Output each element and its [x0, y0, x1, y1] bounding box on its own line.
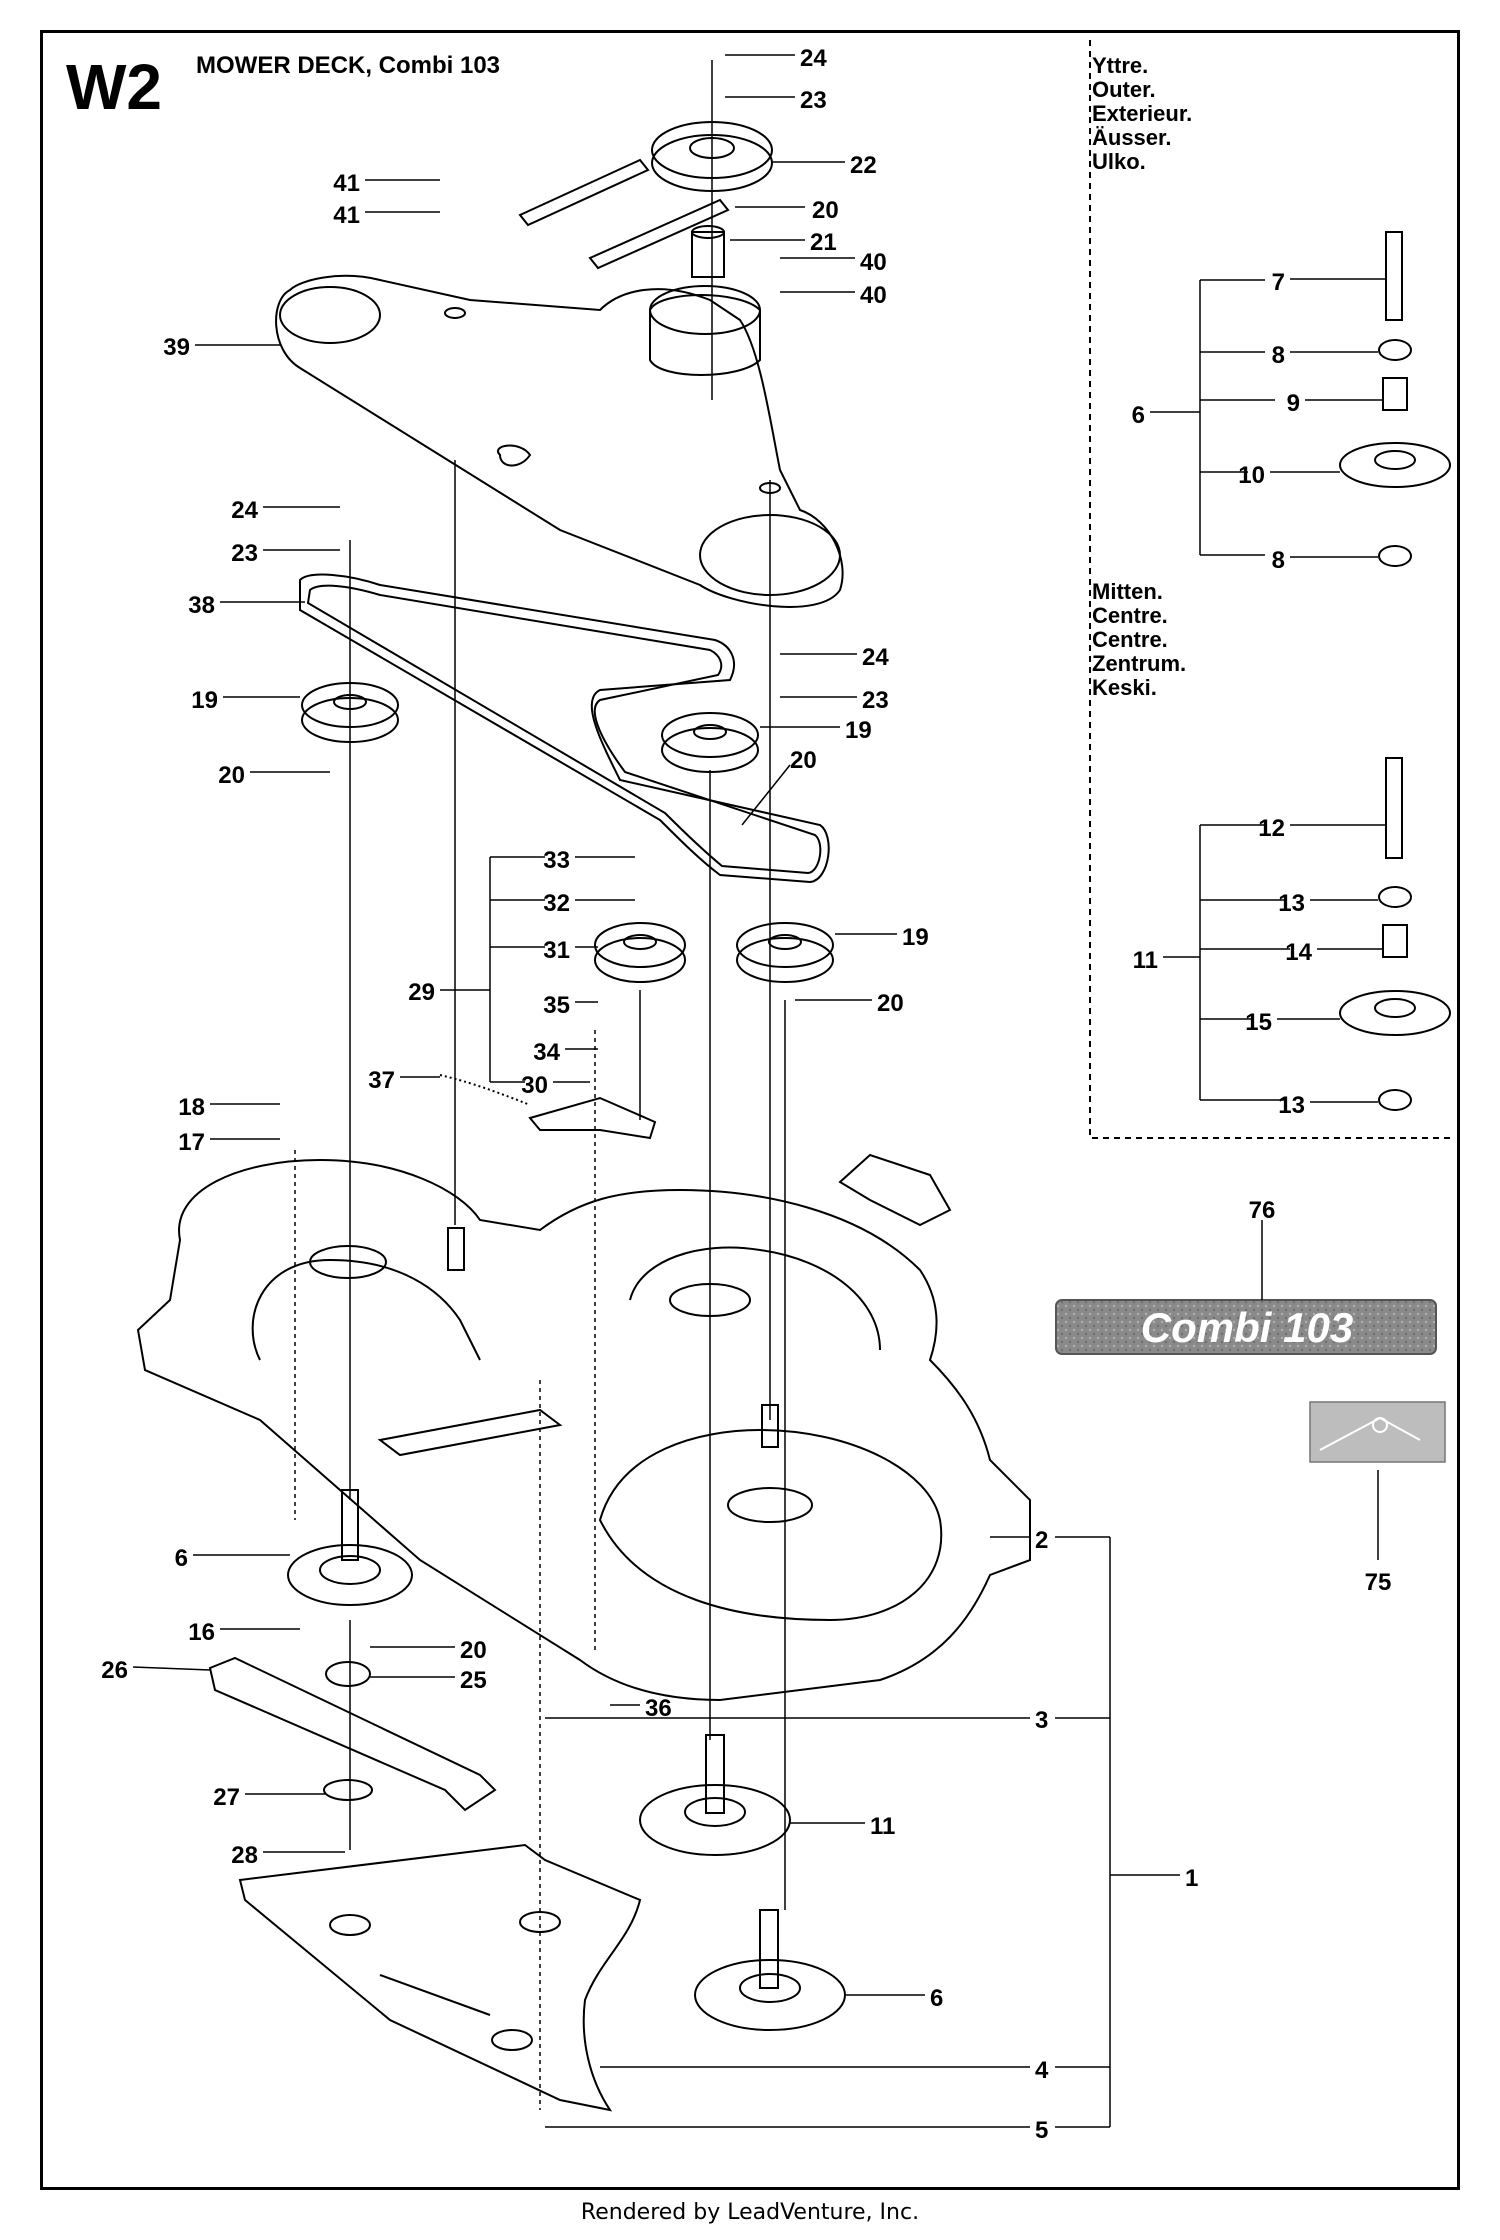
part-callout: 41 — [333, 202, 360, 229]
part-callout: 8 — [1272, 547, 1285, 574]
part-callout: 19 — [845, 717, 872, 744]
part-callout: 10 — [1238, 462, 1265, 489]
deck-skid-plate — [238, 1843, 642, 2112]
inset-center-labels: Mitten. Centre. Centre. Zentrum. Keski. — [1092, 580, 1186, 700]
part-callout: 28 — [231, 1842, 258, 1869]
lang-label: Centre. — [1092, 603, 1168, 628]
decal-plate — [1055, 1299, 1437, 1355]
part-callout: 40 — [860, 249, 887, 276]
assembly-lines — [294, 60, 786, 2110]
part-callout: 19 — [191, 687, 218, 714]
part-callout: 34 — [533, 1039, 560, 1066]
lang-label: Outer. — [1092, 77, 1156, 102]
lang-label: Centre. — [1092, 627, 1168, 652]
belt-routing-decal — [1309, 1401, 1446, 1463]
part-callout: 17 — [178, 1129, 205, 1156]
part-callout: 24 — [800, 45, 827, 72]
part-callout: 32 — [543, 890, 570, 917]
part-callout: 14 — [1285, 939, 1312, 966]
inset-center-spindle — [1339, 757, 1451, 1111]
part-callout: 22 — [850, 152, 877, 179]
part-callout: 26 — [101, 1657, 128, 1684]
part-callout: 35 — [543, 992, 570, 1019]
part-callout: 6 — [930, 1985, 943, 2012]
part-callout: 7 — [1272, 269, 1285, 296]
part-callout: 8 — [1272, 342, 1285, 369]
mower-deck — [136, 1153, 1031, 1702]
part-callout: 2 — [1035, 1527, 1048, 1554]
part-callout: 21 — [810, 229, 837, 256]
part-callout: 12 — [1258, 815, 1285, 842]
part-callout: 38 — [188, 592, 215, 619]
lang-label: Mitten. — [1092, 579, 1163, 604]
part-callout: 33 — [543, 847, 570, 874]
leader-line — [132, 1666, 211, 1671]
part-callout: 11 — [870, 1813, 895, 1840]
part-callout: 5 — [1035, 2117, 1048, 2144]
part-callout: 40 — [860, 282, 887, 309]
belt-cover — [275, 274, 844, 608]
part-callout: 20 — [460, 1637, 487, 1664]
part-callout: 13 — [1278, 1092, 1305, 1119]
top-pulley — [518, 121, 773, 270]
footer-credit: Rendered by LeadVenture, Inc. — [580, 2200, 920, 2225]
part-callout: 30 — [521, 1072, 548, 1099]
part-callout: 13 — [1278, 890, 1305, 917]
lang-label: Keski. — [1092, 675, 1157, 700]
inset-outer-labels: Yttre. Outer. Exterieur. Äusser. Ulko. — [1092, 54, 1192, 174]
part-callout: 20 — [877, 990, 904, 1017]
part-callout: 15 — [1245, 1009, 1272, 1036]
part-callout: 29 — [408, 979, 435, 1006]
part-callout: 23 — [862, 687, 889, 714]
lang-label: Zentrum. — [1092, 651, 1187, 676]
drive-belt — [299, 573, 830, 884]
part-callout: 11 — [1133, 947, 1158, 974]
blade-spindles — [287, 1489, 846, 2031]
part-callout: 31 — [543, 937, 570, 964]
callout-layer: 2423222021404140413924233824231919202033… — [101, 45, 1391, 2144]
sheet-title: MOWER DECK, Combi 103 — [196, 52, 501, 79]
part-callout: 16 — [188, 1619, 215, 1646]
part-callout: 9 — [1287, 390, 1300, 417]
lang-label: Exterieur. — [1092, 101, 1193, 126]
part-callout: 4 — [1035, 2057, 1049, 2084]
part-callout: 19 — [902, 924, 929, 951]
part-callout: 75 — [1365, 1569, 1392, 1596]
part-callout: 23 — [800, 87, 827, 114]
leader-line — [741, 764, 791, 826]
part-callout: 37 — [368, 1067, 395, 1094]
part-callout: 39 — [163, 334, 190, 361]
part-callout: 20 — [790, 747, 817, 774]
part-callout: 25 — [460, 1667, 487, 1694]
part-callout: 6 — [175, 1545, 188, 1572]
decal-text: Combi 103 — [1140, 1304, 1354, 1351]
part-callout: 20 — [812, 197, 839, 224]
part-callout: 20 — [218, 762, 245, 789]
cutting-blade — [208, 1656, 497, 1812]
part-callout: 3 — [1035, 1707, 1048, 1734]
part-callout: 23 — [231, 540, 258, 567]
diagram-frame — [40, 30, 1460, 2190]
part-callout: 41 — [333, 170, 360, 197]
part-callout: 24 — [862, 644, 889, 671]
part-callout: 1 — [1185, 1865, 1198, 1892]
part-callout: 24 — [231, 497, 258, 524]
part-callout: 18 — [178, 1094, 205, 1121]
part-callout: 27 — [213, 1784, 240, 1811]
lang-label: Yttre. — [1092, 53, 1149, 78]
lang-label: Ulko. — [1092, 149, 1146, 174]
lang-label: Äusser. — [1092, 125, 1172, 150]
sheet-id: W2 — [66, 51, 162, 123]
inset-outer-spindle — [1339, 231, 1451, 567]
part-callout: 76 — [1249, 1197, 1276, 1224]
spacer-bushing — [691, 225, 725, 278]
tension-arm — [439, 1074, 657, 1140]
part-callout: 6 — [1132, 402, 1145, 429]
